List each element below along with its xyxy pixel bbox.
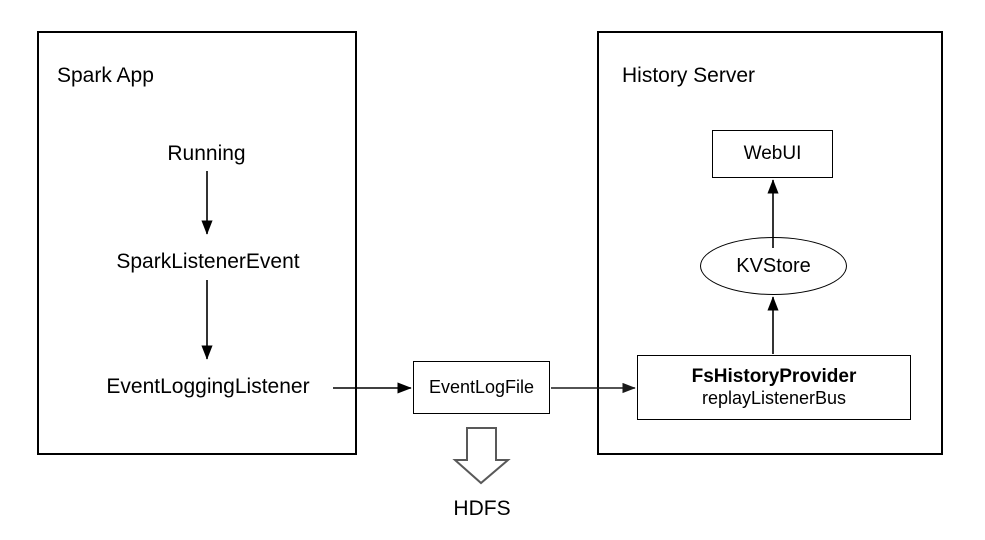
edge-event-log-file-to-hdfs-block-arrow bbox=[452, 427, 511, 485]
node-event-log-file-label: EventLogFile bbox=[428, 377, 535, 398]
node-fs-history-provider-title: FsHistoryProvider bbox=[691, 366, 857, 388]
node-fs-history-provider: FsHistoryProvider replayListenerBus bbox=[637, 355, 911, 420]
node-event-log-file: EventLogFile bbox=[413, 361, 550, 414]
node-spark-listener-event: SparkListenerEvent bbox=[116, 250, 300, 273]
node-kvstore: KVStore bbox=[700, 237, 847, 295]
panel-spark-app bbox=[37, 31, 357, 455]
panel-history-server bbox=[597, 31, 943, 455]
node-webui-label: WebUI bbox=[743, 143, 802, 165]
node-hdfs: HDFS bbox=[453, 497, 511, 520]
node-webui: WebUI bbox=[712, 130, 833, 178]
node-fs-history-provider-subtitle: replayListenerBus bbox=[701, 388, 847, 409]
node-event-logging-listener: EventLoggingListener bbox=[106, 375, 310, 398]
node-running: Running bbox=[167, 142, 246, 165]
panel-history-server-label: History Server bbox=[622, 64, 756, 87]
panel-spark-app-label: Spark App bbox=[57, 64, 154, 87]
node-kvstore-label: KVStore bbox=[736, 254, 811, 277]
